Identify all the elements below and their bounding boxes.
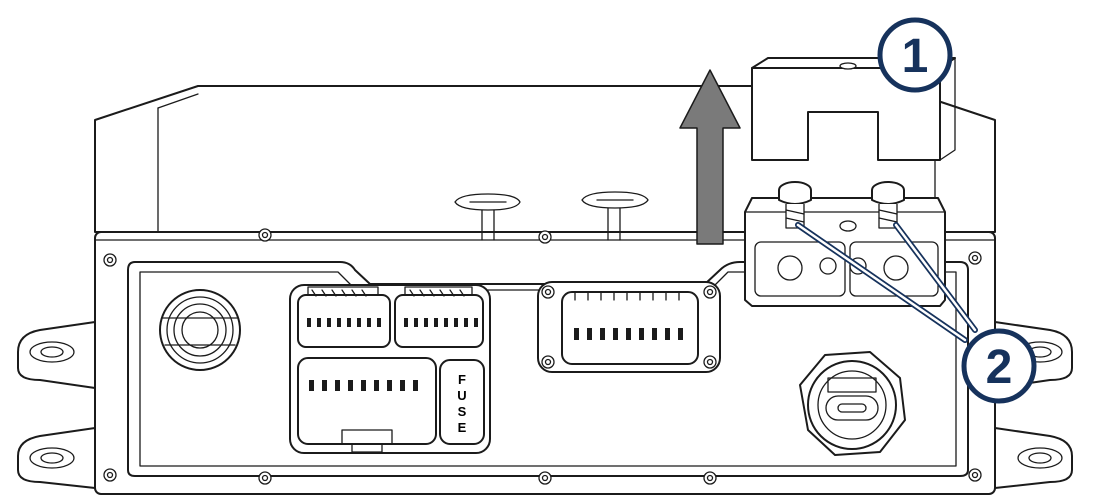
middle-connector-pins	[574, 328, 683, 340]
fuse-letter-f: F	[458, 372, 466, 387]
bracket-screws	[744, 181, 946, 307]
connector-pin	[413, 380, 418, 391]
connector-pin	[464, 318, 468, 327]
lid-slots	[454, 191, 649, 241]
fuse-letter-u: U	[457, 388, 466, 403]
connector-pin	[404, 318, 408, 327]
connector-pin	[678, 328, 683, 340]
panel-screws	[103, 228, 982, 485]
middle-connector	[537, 281, 721, 373]
callout-2-leaders	[795, 222, 978, 343]
connector-pin	[357, 318, 361, 327]
connector-pin	[361, 380, 366, 391]
connector-pin	[347, 318, 351, 327]
connector-pin	[613, 328, 618, 340]
connector-pin	[335, 380, 340, 391]
fuse-letter-e: E	[458, 420, 467, 435]
connector-pin	[327, 318, 331, 327]
connector-pin	[444, 318, 448, 327]
connector-pin	[317, 318, 321, 327]
connector-pin	[374, 380, 379, 391]
fuse-letter-s: S	[458, 404, 467, 419]
connector-pin	[309, 380, 314, 391]
connector-pin	[474, 318, 478, 327]
connector-pin	[307, 318, 311, 327]
connector-pin	[600, 328, 605, 340]
connector-pin	[322, 380, 327, 391]
connector-pin	[665, 328, 670, 340]
connector-pin	[587, 328, 592, 340]
callout-2-label: 2	[986, 341, 1013, 394]
connector-pin	[348, 380, 353, 391]
callout-1: 1	[877, 17, 953, 93]
left-flange	[17, 321, 96, 489]
connector-pins	[307, 318, 478, 391]
connector-pin	[400, 380, 405, 391]
connector-pin	[367, 318, 371, 327]
connector-pin	[454, 318, 458, 327]
callout-2: 2	[961, 328, 1037, 404]
connector-pin	[626, 328, 631, 340]
connector-pin	[574, 328, 579, 340]
connector-pin	[377, 318, 381, 327]
connector-pin	[434, 318, 438, 327]
round-connector	[159, 289, 241, 371]
connector-pin	[414, 318, 418, 327]
connector-pin	[639, 328, 644, 340]
callout-1-label: 1	[902, 30, 929, 83]
connector-pin	[424, 318, 428, 327]
usb-port	[799, 351, 906, 456]
lift-arrow-icon	[679, 69, 741, 245]
connector-pin	[652, 328, 657, 340]
connector-pin	[387, 380, 392, 391]
connector-pin	[337, 318, 341, 327]
fuse-label: F U S E	[457, 372, 466, 435]
